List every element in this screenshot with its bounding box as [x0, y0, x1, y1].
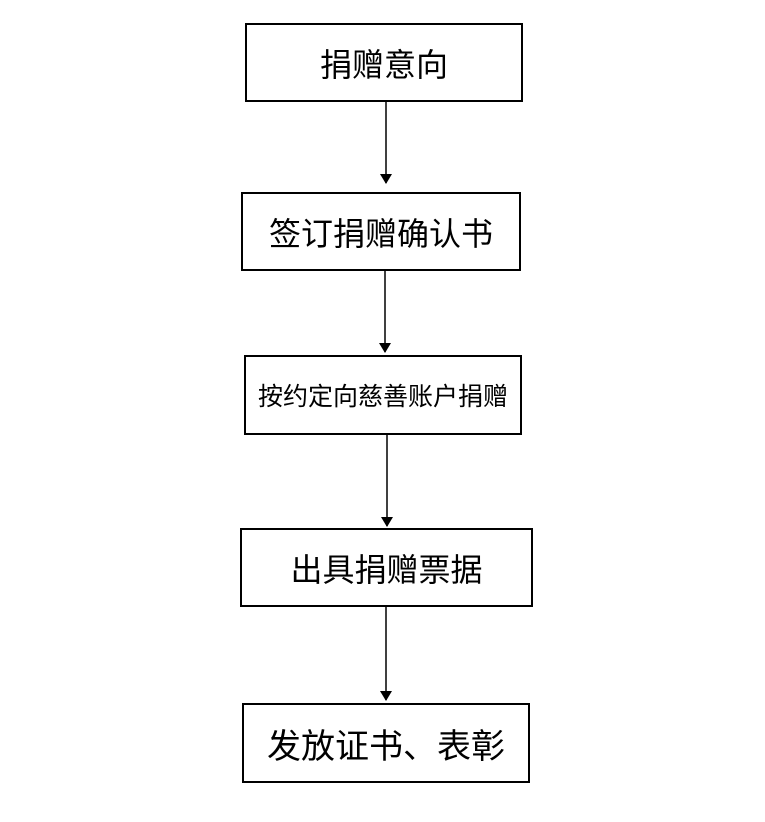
step-label: 按约定向慈善账户捐赠: [257, 382, 508, 411]
step-label: 签订捐赠确认书: [268, 214, 493, 253]
step-sign-confirmation: 签订捐赠确认书: [241, 192, 521, 271]
step-donate-to-account: 按约定向慈善账户捐赠: [244, 355, 522, 435]
step-issue-receipt: 出具捐赠票据: [240, 528, 533, 607]
step-label: 捐赠意向: [319, 45, 448, 84]
step-issue-certificate: 发放证书、表彰: [242, 703, 530, 783]
step-label: 出具捐赠票据: [290, 550, 483, 589]
step-donation-intent: 捐赠意向: [245, 23, 523, 102]
step-label: 发放证书、表彰: [267, 726, 505, 767]
